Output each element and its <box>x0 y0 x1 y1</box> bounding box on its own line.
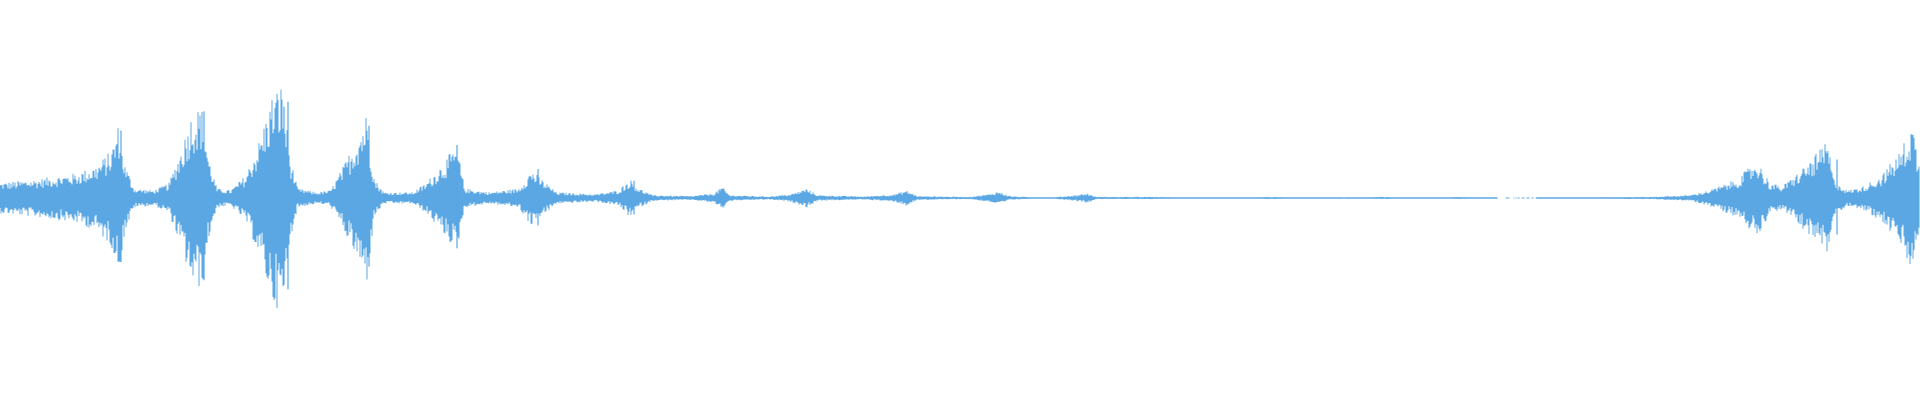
waveform-bars <box>0 89 1920 309</box>
waveform-body <box>0 89 1920 309</box>
